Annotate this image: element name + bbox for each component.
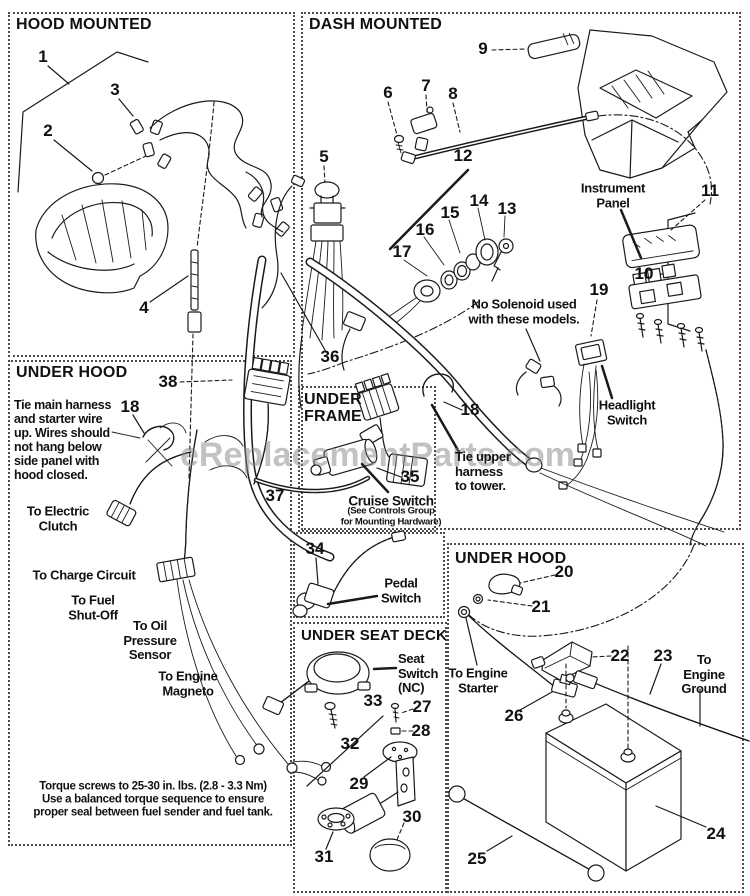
callout-35: 35 bbox=[400, 467, 420, 486]
callout-8: 8 bbox=[448, 84, 458, 103]
callout-27: 27 bbox=[412, 697, 432, 716]
callout-12: 12 bbox=[453, 146, 473, 165]
under-frame-art bbox=[253, 424, 428, 494]
section-box-hood-mounted bbox=[8, 12, 295, 357]
section-title-hood-mounted: HOOD MOUNTED bbox=[16, 16, 152, 33]
label-tie-upper-harness-note: Tie upper harness to tower. bbox=[455, 449, 511, 494]
section-title-dash-mounted: DASH MOUNTED bbox=[309, 16, 443, 33]
callout-34: 34 bbox=[305, 539, 325, 558]
section-title-under-seat-deck: UNDER SEAT DECK bbox=[301, 627, 448, 644]
callout-2: 2 bbox=[43, 121, 53, 140]
callout-15: 15 bbox=[440, 203, 460, 222]
watermark: eReplacementParts.com bbox=[180, 436, 575, 474]
under-seat-deck-art bbox=[262, 651, 418, 872]
callout-33: 33 bbox=[363, 691, 383, 710]
hood-mounted-art bbox=[17, 51, 290, 479]
callout-24: 24 bbox=[706, 824, 726, 843]
label-to-engine-ground: To Engine Ground bbox=[681, 652, 727, 697]
label-instrument-panel: Instrument Panel bbox=[580, 180, 646, 210]
pedal-art bbox=[292, 530, 407, 618]
callout-22: 22 bbox=[610, 646, 630, 665]
callout-1: 1 bbox=[38, 47, 48, 66]
callout-30: 30 bbox=[402, 807, 422, 826]
label-to-engine-magneto: To Engine Magneto bbox=[158, 668, 218, 698]
section-box-dash-mounted bbox=[301, 12, 741, 530]
callout-18a: 18 bbox=[120, 397, 140, 416]
callout-18b: 18 bbox=[460, 400, 480, 419]
callout-28: 28 bbox=[411, 721, 431, 740]
label-to-engine-starter: To Engine Starter bbox=[448, 665, 508, 695]
label-cruise-switch-note: (See Controls Group for Mounting Hardwar… bbox=[340, 505, 442, 527]
label-seat-switch: Seat Switch (NC) bbox=[398, 651, 439, 696]
label-headlight-switch: Headlight Switch bbox=[598, 397, 656, 427]
label-to-charge-circuit: To Charge Circuit bbox=[32, 567, 136, 583]
callout-29: 29 bbox=[349, 774, 369, 793]
callout-3: 3 bbox=[110, 80, 120, 99]
callout-32: 32 bbox=[340, 734, 360, 753]
callout-9: 9 bbox=[478, 39, 488, 58]
dash-mounted-art bbox=[261, 29, 728, 547]
callout-23: 23 bbox=[653, 646, 673, 665]
section-box-pedal bbox=[293, 532, 445, 618]
callout-19: 19 bbox=[589, 280, 609, 299]
callout-6: 6 bbox=[383, 83, 393, 102]
section-title-under-hood-right: UNDER HOOD bbox=[455, 550, 567, 567]
label-to-oil-pressure-sensor: To Oil Pressure Sensor bbox=[123, 618, 177, 663]
callout-20: 20 bbox=[554, 562, 574, 581]
callout-37: 37 bbox=[265, 486, 285, 505]
section-title-under-hood-left: UNDER HOOD bbox=[16, 364, 128, 381]
callout-21: 21 bbox=[531, 597, 551, 616]
callout-26: 26 bbox=[504, 706, 524, 725]
section-box-under-seat-deck bbox=[293, 622, 447, 893]
section-box-under-hood-left bbox=[8, 360, 292, 846]
section-box-under-hood-right bbox=[447, 543, 744, 893]
label-to-fuel-shut-off: To Fuel Shut-Off bbox=[68, 592, 118, 622]
label-pedal-switch: Pedal Switch bbox=[380, 575, 422, 605]
callout-5: 5 bbox=[319, 147, 329, 166]
callout-14: 14 bbox=[469, 191, 489, 210]
callout-7: 7 bbox=[421, 76, 431, 95]
section-title-under-frame: UNDER FRAME bbox=[304, 391, 362, 425]
label-to-electric-clutch: To Electric Clutch bbox=[26, 503, 90, 533]
callout-11: 11 bbox=[701, 181, 719, 200]
callout-25: 25 bbox=[467, 849, 487, 868]
label-tie-main-harness-note: Tie main harness and starter wire up. Wi… bbox=[14, 398, 112, 482]
under-hood-left-art bbox=[106, 255, 400, 774]
under-hood-right-art bbox=[448, 208, 750, 882]
label-cruise-switch: Cruise Switch bbox=[348, 493, 434, 509]
callout-36: 36 bbox=[320, 347, 340, 366]
callout-38: 38 bbox=[158, 372, 178, 391]
label-no-solenoid-note: No Solenoid used with these models. bbox=[468, 296, 580, 326]
callout-10: 10 bbox=[634, 264, 654, 283]
callout-13: 13 bbox=[497, 199, 517, 218]
label-torque-note: Torque screws to 25-30 in. lbs. (2.8 - 3… bbox=[33, 780, 273, 819]
callout-4: 4 bbox=[139, 298, 149, 317]
callout-31: 31 bbox=[314, 847, 334, 866]
callout-16: 16 bbox=[415, 220, 435, 239]
callout-17: 17 bbox=[392, 242, 412, 261]
